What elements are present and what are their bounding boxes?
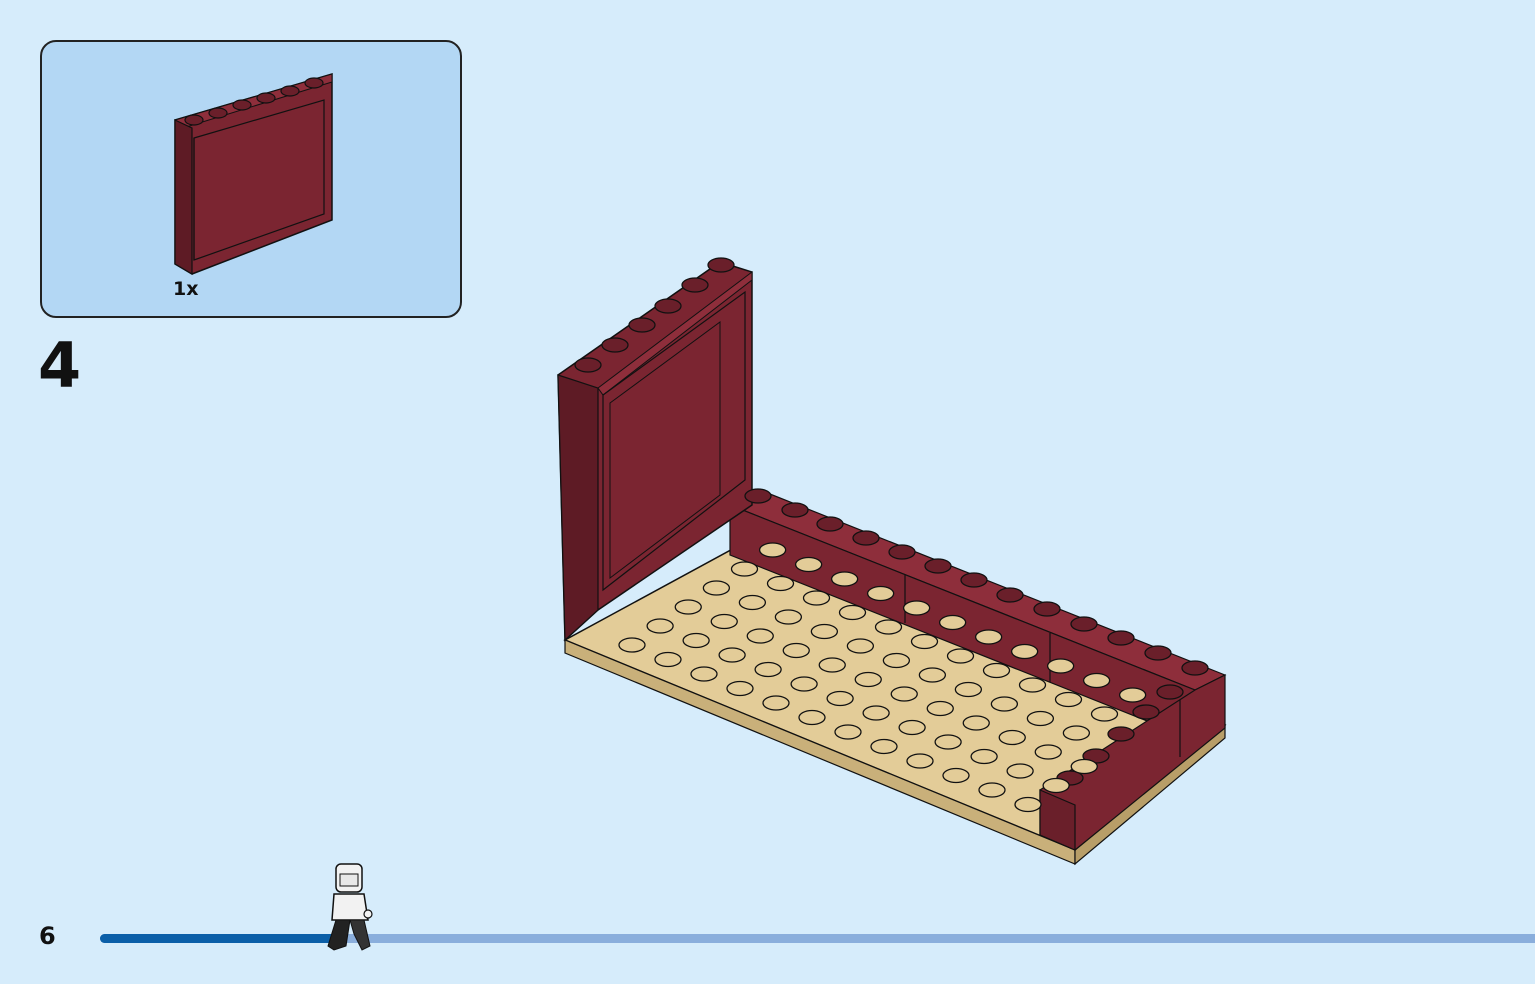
plate-stud [854, 671, 882, 688]
plate-stud [710, 613, 738, 630]
plate-stud [926, 700, 954, 717]
plate-stud [762, 695, 790, 711]
plate-stud [942, 767, 970, 784]
plate-stud [1062, 725, 1091, 741]
plate-stud [874, 619, 903, 635]
plate-stud [906, 753, 934, 769]
plate-stud [938, 614, 967, 631]
plate-stud [1054, 691, 1083, 708]
parts-callout: 1x [40, 40, 462, 318]
plate-stud [846, 638, 875, 654]
plate-stud [882, 652, 911, 669]
plate-stud [1006, 763, 1034, 779]
plate-stud [826, 690, 854, 707]
plate-stud [830, 571, 859, 587]
plate-stud [862, 705, 890, 721]
plate-stud [718, 647, 746, 663]
plate-stud [870, 738, 898, 755]
plate-stud [802, 590, 831, 606]
plate-stud [618, 637, 646, 653]
plate-stud [998, 729, 1026, 746]
plate-stud [682, 632, 710, 649]
plate-stud [978, 782, 1006, 798]
plate-stud [1046, 658, 1075, 674]
step-number: 4 [38, 329, 82, 402]
plate-stud [794, 556, 823, 573]
part-quantity: 1x [173, 278, 199, 300]
plate-stud [1010, 643, 1039, 660]
plate-stud [798, 709, 826, 726]
plate-stud [890, 686, 918, 702]
plate-stud [1090, 706, 1119, 722]
plate-stud [934, 734, 962, 750]
plate-stud [654, 651, 682, 668]
plate-stud [730, 561, 759, 577]
plate-stud [970, 748, 998, 765]
plate-stud [1026, 710, 1055, 727]
plate-stud [834, 724, 862, 740]
plate-stud [982, 662, 1011, 679]
plate-stud [1070, 758, 1098, 775]
plate-stud [1034, 744, 1062, 760]
plate-stud [766, 575, 795, 592]
plate-stud [646, 618, 674, 634]
page-number: 6 [39, 922, 56, 950]
plate-stud [1018, 677, 1047, 693]
plate-stud [838, 604, 867, 621]
plate-stud [702, 580, 731, 596]
plate-stud [990, 696, 1019, 712]
plate-stud [758, 542, 787, 558]
plate-stud [910, 633, 939, 650]
assembled-model-illustration [557, 257, 1227, 866]
plate-stud [1118, 687, 1147, 703]
plate-stud [674, 599, 702, 615]
plate-stud [962, 715, 990, 731]
plate-stud [866, 585, 895, 602]
plate-stud [790, 676, 818, 692]
progress-bar [100, 934, 1535, 943]
plate-stud [746, 628, 774, 644]
plate-stud [1082, 672, 1111, 689]
progress-bar-fill [100, 934, 344, 943]
plate-stud [782, 642, 810, 659]
plate-stud [918, 667, 947, 683]
plate-stud [810, 623, 839, 640]
plate-stud [774, 609, 803, 625]
plate-stud [754, 661, 782, 678]
plate-stud [946, 648, 975, 664]
plate-stud [726, 680, 754, 697]
plate-stud [690, 666, 718, 682]
plate-stud [1014, 796, 1042, 813]
plate-stud [1042, 777, 1070, 794]
plate-stud [954, 681, 983, 698]
minifigure-icon [327, 863, 373, 951]
plate-stud [818, 657, 846, 673]
plate-stud [974, 629, 1003, 645]
plate-stud [898, 719, 926, 736]
plate-stud [738, 594, 767, 611]
plate-stud [902, 600, 931, 616]
wall-panel-part-icon [174, 72, 333, 276]
